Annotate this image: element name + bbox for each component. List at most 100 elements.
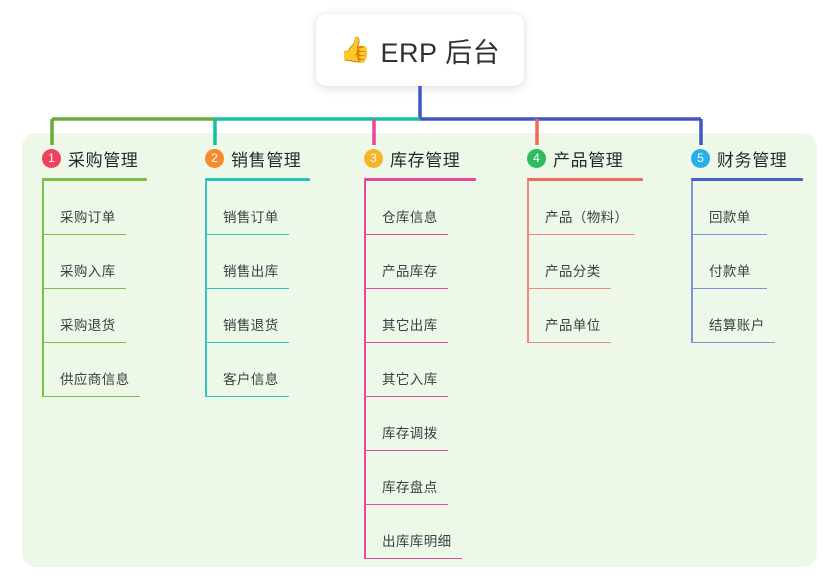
leaf-item-underline [205, 233, 289, 235]
leaf-item[interactable]: 销售订单 [205, 181, 310, 235]
leaf-item-underline [364, 341, 448, 343]
column-items-4: 产品（物料） 产品分类产品单位 [527, 181, 643, 343]
column-items-1: 采购订单采购入库采购退货供应商信息 [42, 181, 147, 397]
leaf-item[interactable]: 采购退货 [42, 289, 147, 343]
leaf-item[interactable]: 采购订单 [42, 181, 147, 235]
column-spine-4 [527, 181, 529, 343]
column-spine-2 [205, 181, 207, 397]
column-title-3: 库存管理 [390, 150, 461, 170]
leaf-item-underline [205, 341, 289, 343]
leaf-item[interactable]: 回款单 [691, 181, 803, 235]
leaf-item-label: 出库库明细 [382, 534, 452, 549]
thumbs-up-icon: 👍 [339, 35, 372, 64]
leaf-item-label: 产品分类 [545, 264, 601, 279]
leaf-item[interactable]: 销售出库 [205, 235, 310, 289]
leaf-item[interactable]: 销售退货 [205, 289, 310, 343]
column-items-2: 销售订单销售出库销售退货客户信息 [205, 181, 310, 397]
column-2: 2 销售管理销售订单销售出库销售退货客户信息 [205, 145, 310, 397]
leaf-item[interactable]: 库存调拨 [364, 397, 476, 451]
column-badge-5: 5 [691, 148, 710, 168]
leaf-item-label: 产品单位 [545, 318, 601, 333]
column-badge-4: 4 [527, 148, 546, 168]
leaf-item-underline [364, 233, 448, 235]
leaf-item-underline [691, 287, 767, 289]
leaf-item-label: 销售订单 [223, 210, 279, 225]
leaf-item-label: 付款单 [709, 264, 751, 279]
leaf-item-underline [364, 287, 448, 289]
column-header-5[interactable]: 5 财务管理 [691, 145, 803, 171]
diagram-panel [22, 133, 817, 567]
leaf-item[interactable]: 产品库存 [364, 235, 476, 289]
leaf-item-underline [364, 557, 462, 559]
leaf-item-underline [527, 341, 611, 343]
leaf-item-label: 库存调拨 [382, 426, 438, 441]
leaf-item-underline [42, 287, 126, 289]
leaf-item-label: 销售退货 [223, 318, 279, 333]
leaf-item-underline [42, 233, 126, 235]
column-badge-2: 2 [205, 148, 224, 168]
column-5: 5 财务管理回款单付款单结算账户 [691, 145, 803, 343]
leaf-item-underline [691, 341, 775, 343]
column-items-3: 仓库信息产品库存其它出库其它入库库存调拨库存盘点出库库明细 [364, 181, 476, 559]
leaf-item[interactable]: 产品单位 [527, 289, 643, 343]
column-underline-1 [42, 178, 147, 181]
root-node-title-wrap: 👍 ERP 后台 [340, 31, 500, 70]
column-title-2: 销售管理 [231, 150, 302, 170]
leaf-item-underline [364, 503, 448, 505]
leaf-item[interactable]: 库存盘点 [364, 451, 476, 505]
column-spine-3 [364, 181, 366, 559]
leaf-item-underline [527, 233, 635, 235]
leaf-item-label: 供应商信息 [60, 372, 130, 387]
leaf-item[interactable]: 产品分类 [527, 235, 643, 289]
leaf-item-underline [42, 341, 126, 343]
leaf-item-underline [364, 449, 448, 451]
leaf-item[interactable]: 采购入库 [42, 235, 147, 289]
leaf-item-label: 采购退货 [60, 318, 116, 333]
column-header-4[interactable]: 4 产品管理 [527, 145, 643, 171]
leaf-item-label: 其它出库 [382, 318, 438, 333]
leaf-item-label: 产品库存 [382, 264, 438, 279]
column-spine-1 [42, 181, 44, 397]
leaf-item[interactable]: 付款单 [691, 235, 803, 289]
column-title-5: 财务管理 [717, 150, 788, 170]
leaf-item-label: 采购入库 [60, 264, 116, 279]
column-spine-5 [691, 181, 693, 343]
leaf-item[interactable]: 客户信息 [205, 343, 310, 397]
leaf-item[interactable]: 其它出库 [364, 289, 476, 343]
column-4: 4 产品管理产品（物料） 产品分类产品单位 [527, 145, 643, 343]
leaf-item-label: 回款单 [709, 210, 751, 225]
leaf-item-label: 结算账户 [709, 318, 765, 333]
leaf-item-label: 产品（物料） [545, 210, 629, 225]
leaf-item[interactable]: 仓库信息 [364, 181, 476, 235]
column-header-2[interactable]: 2 销售管理 [205, 145, 310, 171]
column-underline-2 [205, 178, 310, 181]
leaf-item-label: 库存盘点 [382, 480, 438, 495]
leaf-item-underline [205, 287, 289, 289]
leaf-item-label: 销售出库 [223, 264, 279, 279]
leaf-item[interactable]: 产品（物料） [527, 181, 643, 235]
column-underline-3 [364, 178, 476, 181]
leaf-item-label: 采购订单 [60, 210, 116, 225]
leaf-item-underline [205, 395, 289, 397]
root-node-title: ERP 后台 [380, 37, 501, 68]
leaf-item-underline [527, 287, 611, 289]
column-underline-5 [691, 178, 803, 181]
column-title-1: 采购管理 [68, 150, 139, 170]
leaf-item-underline [364, 395, 448, 397]
leaf-item-label: 其它入库 [382, 372, 438, 387]
column-title-4: 产品管理 [553, 150, 624, 170]
root-node-card[interactable]: 👍 ERP 后台 [316, 14, 524, 86]
leaf-item-label: 仓库信息 [382, 210, 438, 225]
leaf-item[interactable]: 供应商信息 [42, 343, 147, 397]
leaf-item-underline [691, 233, 767, 235]
leaf-item[interactable]: 结算账户 [691, 289, 803, 343]
leaf-item[interactable]: 其它入库 [364, 343, 476, 397]
column-items-5: 回款单付款单结算账户 [691, 181, 803, 343]
leaf-item[interactable]: 出库库明细 [364, 505, 476, 559]
leaf-item-underline [42, 395, 140, 397]
